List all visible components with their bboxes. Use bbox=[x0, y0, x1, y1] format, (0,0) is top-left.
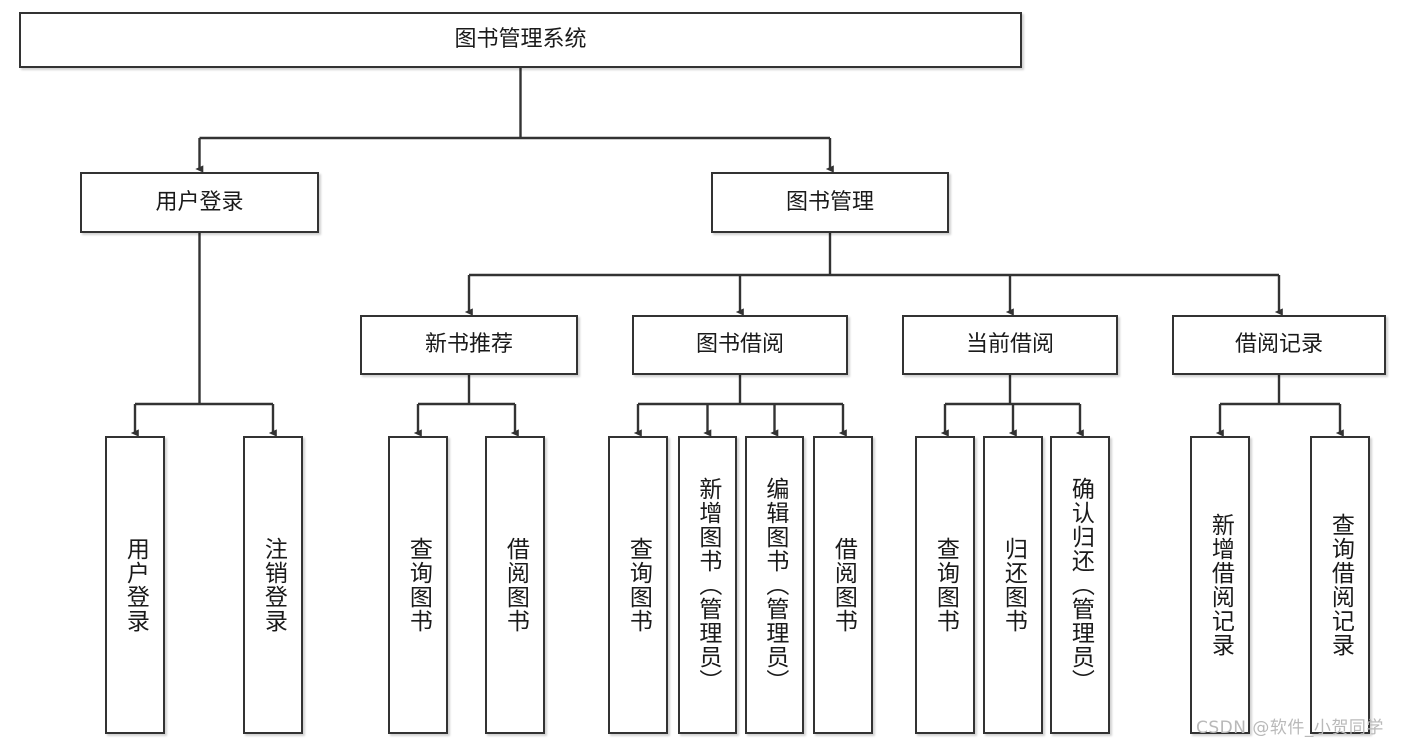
node-label: 查询借阅记录 bbox=[1327, 513, 1354, 657]
node-label: 确认归还（管理员） bbox=[1067, 477, 1094, 693]
node-leaf8[interactable]: 借阅图书 bbox=[813, 436, 873, 734]
node-label: 借阅记录 bbox=[1234, 332, 1323, 358]
node-leaf1[interactable]: 用户登录 bbox=[105, 436, 165, 734]
node-leaf6[interactable]: 新增图书（管理员） bbox=[678, 436, 737, 734]
node-label: 图书借阅 bbox=[695, 332, 784, 358]
node-leaf12[interactable]: 新增借阅记录 bbox=[1190, 436, 1250, 734]
node-label: 借阅图书 bbox=[830, 537, 857, 633]
node-leaf13[interactable]: 查询借阅记录 bbox=[1310, 436, 1370, 734]
node-root[interactable]: 图书管理系统 bbox=[19, 12, 1022, 68]
node-borrow[interactable]: 图书借阅 bbox=[632, 315, 848, 375]
node-label: 新增图书（管理员） bbox=[694, 477, 721, 693]
node-label: 新书推荐 bbox=[424, 332, 513, 358]
node-leaf4[interactable]: 借阅图书 bbox=[485, 436, 545, 734]
node-label: 查询图书 bbox=[405, 537, 432, 633]
node-login[interactable]: 用户登录 bbox=[80, 172, 319, 233]
node-label: 用户登录 bbox=[122, 537, 149, 633]
node-label: 编辑图书（管理员） bbox=[761, 477, 788, 693]
node-leaf9[interactable]: 查询图书 bbox=[915, 436, 975, 734]
node-record[interactable]: 借阅记录 bbox=[1172, 315, 1386, 375]
node-leaf11[interactable]: 确认归还（管理员） bbox=[1050, 436, 1110, 734]
csdn-watermark: CSDN @软件_小贺同学 bbox=[1196, 718, 1384, 738]
node-leaf5[interactable]: 查询图书 bbox=[608, 436, 668, 734]
node-leaf3[interactable]: 查询图书 bbox=[388, 436, 448, 734]
node-label: 查询图书 bbox=[625, 537, 652, 633]
node-label: 归还图书 bbox=[1000, 537, 1027, 633]
node-bookmgmt[interactable]: 图书管理 bbox=[711, 172, 949, 233]
node-label: 图书管理 bbox=[785, 189, 874, 215]
node-newbook[interactable]: 新书推荐 bbox=[360, 315, 578, 375]
node-label: 用户登录 bbox=[155, 189, 244, 215]
node-label: 新增借阅记录 bbox=[1207, 513, 1234, 657]
node-leaf10[interactable]: 归还图书 bbox=[983, 436, 1043, 734]
node-leaf2[interactable]: 注销登录 bbox=[243, 436, 303, 734]
node-label: 借阅图书 bbox=[502, 537, 529, 633]
node-label: 注销登录 bbox=[260, 537, 287, 633]
node-label: 查询图书 bbox=[932, 537, 959, 633]
node-current[interactable]: 当前借阅 bbox=[902, 315, 1118, 375]
node-label: 图书管理系统 bbox=[454, 27, 587, 53]
node-leaf7[interactable]: 编辑图书（管理员） bbox=[745, 436, 804, 734]
node-label: 当前借阅 bbox=[965, 332, 1054, 358]
